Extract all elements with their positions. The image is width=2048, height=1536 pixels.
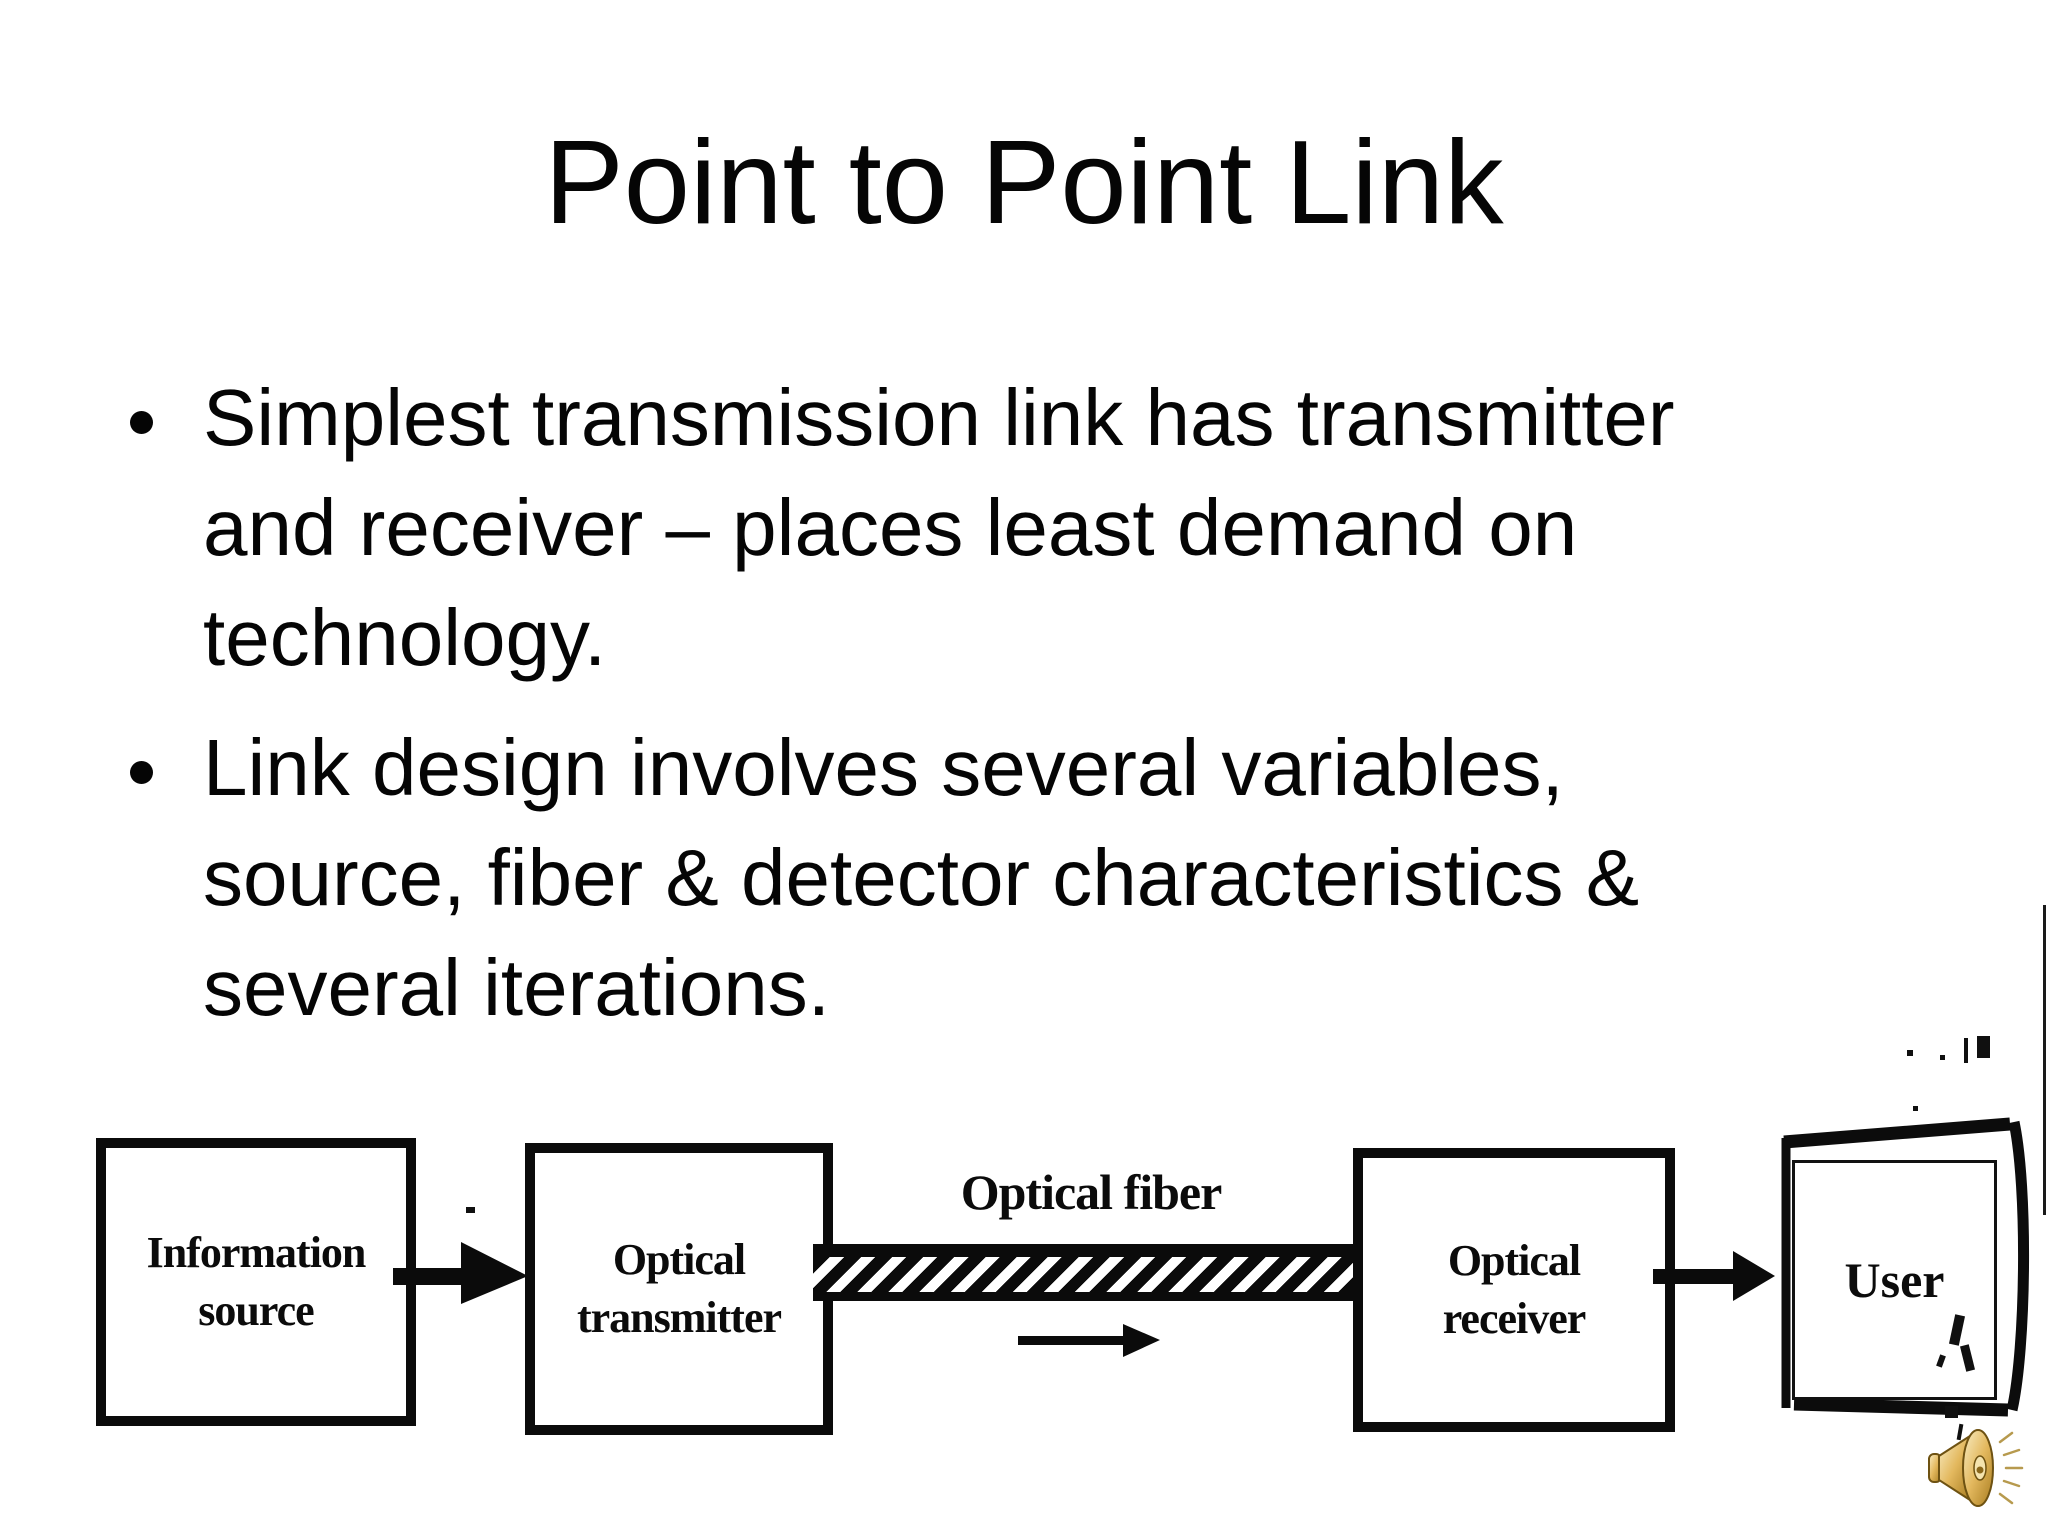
- bullet-text: Simplest transmission link has transmitt…: [203, 373, 1675, 682]
- arrow-right-icon: [393, 1242, 528, 1304]
- node-label: Information source: [146, 1228, 367, 1335]
- fiber-label: Optical fiber: [960, 1164, 1223, 1220]
- arrow-right-icon: [1653, 1251, 1775, 1301]
- user-box-scanned-frame: [1781, 1117, 2030, 1417]
- bullet-dot-icon: [130, 411, 153, 434]
- diagram-node-optical-transmitter: Optical transmitter: [525, 1143, 833, 1435]
- bullet-dot-icon: [130, 761, 153, 784]
- node-label: Optical receiver: [1442, 1236, 1587, 1343]
- scan-speck: [1940, 1055, 1945, 1060]
- scan-speck: [1977, 1036, 1990, 1058]
- slide-title: Point to Point Link: [544, 116, 1504, 249]
- node-label: User: [1844, 1252, 1945, 1308]
- scan-speck: [1907, 1050, 1913, 1056]
- bullet-text: Link design involves several variables, …: [203, 723, 1640, 1032]
- bullet-item: Simplest transmission link has transmitt…: [118, 363, 1858, 693]
- node-label: Optical transmitter: [576, 1235, 782, 1342]
- diagram-node-optical-receiver: Optical receiver: [1353, 1148, 1675, 1432]
- diagram-node-information-source: Information source: [96, 1138, 416, 1426]
- bullet-list: Simplest transmission link has transmitt…: [118, 363, 1858, 1063]
- bullet-item: Link design involves several variables, …: [118, 713, 1858, 1043]
- scan-speck: [1964, 1038, 1968, 1063]
- scan-edge-line: [2043, 905, 2046, 1215]
- scan-speck: [1945, 1406, 1958, 1418]
- scan-speck: [1913, 1106, 1918, 1111]
- speaker-icon[interactable]: [1926, 1420, 2028, 1516]
- optical-fiber-hatched-line: [813, 1244, 1353, 1301]
- arrow-right-icon: [1018, 1324, 1160, 1357]
- scan-speck: [466, 1207, 475, 1213]
